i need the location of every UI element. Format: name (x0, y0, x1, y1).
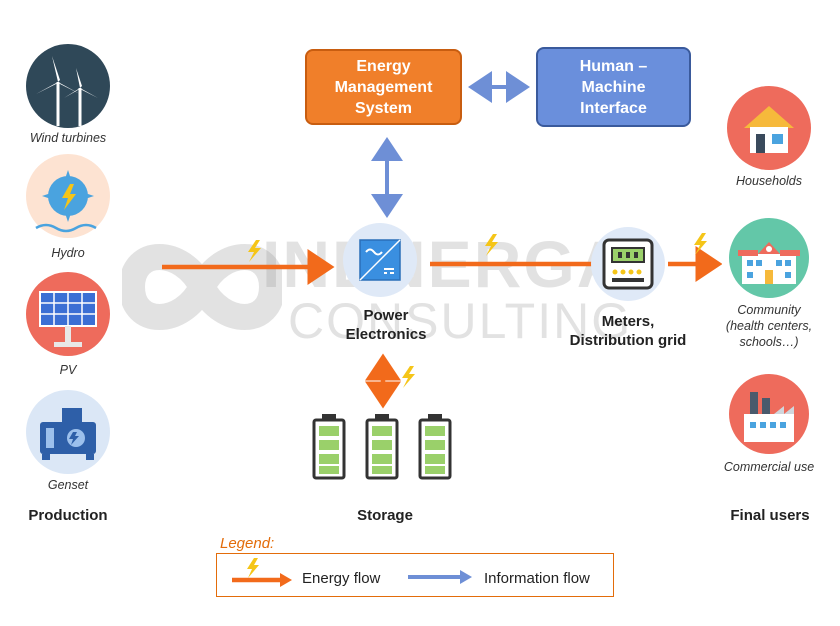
community-line1: Community (737, 303, 801, 317)
wind-turbine-tile (22, 40, 114, 144)
storage-batteries (312, 414, 452, 480)
community-line2: (health centers, (725, 319, 813, 333)
battery-icon (418, 414, 452, 480)
meters-line2: Distribution grid (569, 332, 687, 349)
hydro-label: Hydro (51, 246, 85, 260)
legend-info-arrow (408, 570, 472, 584)
meters-label: Meters, Distribution grid (553, 312, 703, 350)
final-users-heading: Final users (730, 507, 810, 524)
legend-energy-arrow (232, 558, 292, 587)
genset-icon (26, 390, 110, 474)
bolt-icon (248, 240, 261, 262)
watermark-line2: CONSULTING (288, 293, 633, 349)
energy-management-system-box: Energy Management System (305, 49, 462, 125)
production-heading: Production (28, 507, 108, 524)
pe-line2: Electronics (345, 326, 427, 343)
hmi-line2: Machine (581, 78, 646, 96)
bolt-icon (694, 233, 707, 255)
inverter-icon (343, 223, 417, 297)
house-icon (727, 86, 811, 170)
community-line3: schools…) (739, 335, 799, 349)
ems-line2: Management (334, 78, 433, 96)
battery-icon (312, 414, 346, 480)
meter-tile (588, 224, 668, 304)
pe-line1: Power (363, 307, 409, 324)
pv-label: PV (59, 363, 77, 377)
wind-turbine-icon (26, 44, 110, 128)
legend-information-label: Information flow (484, 570, 590, 587)
meter-icon (591, 227, 665, 301)
hmi-line1: Human – (579, 57, 648, 75)
hydro-icon (26, 154, 110, 238)
bolt-icon (247, 558, 259, 578)
ems-line1: Energy (356, 57, 411, 75)
hmi-line3: Interface (580, 99, 647, 117)
bolt-icon (485, 234, 498, 256)
household-tile (722, 82, 816, 174)
wind-turbines-label: Wind turbines (29, 131, 107, 145)
genset-tile (22, 388, 114, 480)
community-label: Community (health centers, schools…) (710, 302, 828, 350)
power-electronics-label: Power Electronics (330, 306, 442, 344)
commercial-use-label: Commercial use (723, 460, 815, 474)
bolt-icon (402, 366, 415, 388)
watermark-logo (122, 244, 282, 330)
factory-icon (729, 374, 809, 454)
human-machine-interface-box: Human – Machine Interface (536, 47, 691, 127)
households-label: Households (735, 174, 802, 188)
meters-line1: Meters, (601, 313, 655, 330)
storage-heading: Storage (357, 507, 413, 524)
solar-panel-icon (26, 272, 110, 356)
ems-line3: System (355, 99, 412, 117)
legend-title: Legend: (220, 535, 275, 552)
power-electronics-tile (340, 220, 420, 300)
genset-label: Genset (47, 478, 89, 492)
community-tile (722, 216, 816, 308)
solar-panel-tile (22, 270, 114, 362)
legend-energy-label: Energy flow (302, 570, 381, 587)
battery-icon (365, 414, 399, 480)
commercial-tile (722, 370, 816, 460)
hydro-tile (22, 152, 114, 244)
legend-box (216, 553, 614, 597)
school-icon (729, 218, 809, 298)
